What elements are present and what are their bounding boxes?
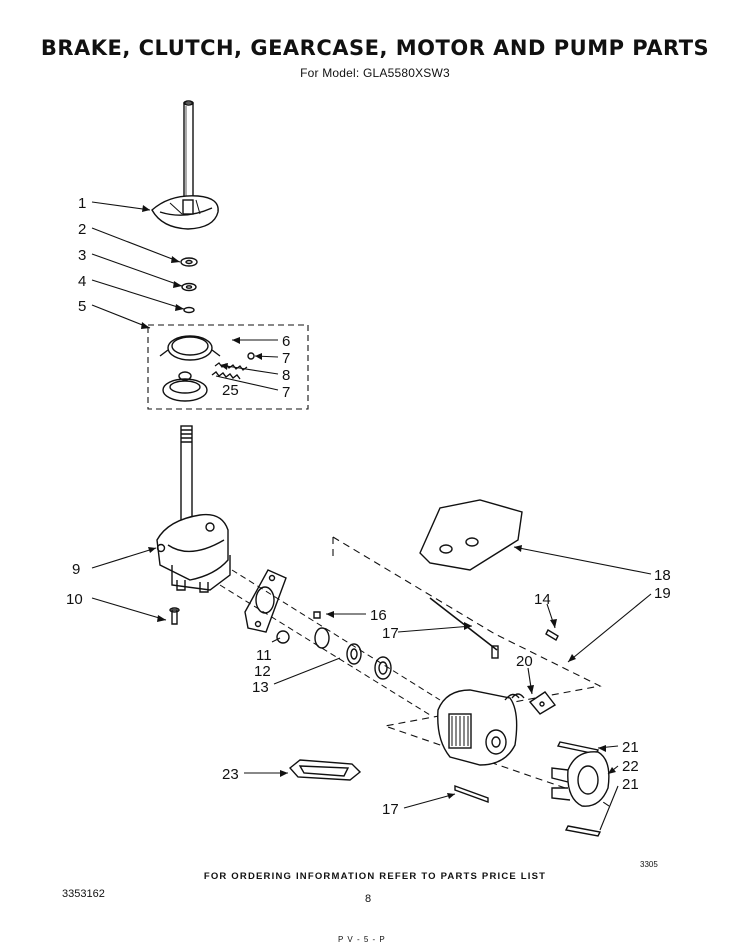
motor-shield-part [419,499,523,571]
figure-code: 3305 [640,860,658,869]
callout-16: 16 [370,607,387,624]
callout-7a: 7 [282,350,290,367]
gearcase-part [156,513,231,593]
callout-7b: 7 [282,384,290,401]
document-number: 3353162 [62,888,105,900]
callout-6: 6 [282,333,290,350]
motor-rod-part [429,597,499,659]
clutch-assembly-box [147,324,309,410]
motor-assembly-box [332,536,613,809]
mounting-plate-part [244,569,287,633]
washer-stack [180,257,198,314]
callout-18: 18 [654,567,671,584]
ordering-note: FOR ORDERING INFORMATION REFER TO PARTS … [203,871,547,882]
gasket-part [288,759,362,781]
callout-4: 4 [78,273,86,290]
callout-1: 1 [78,195,86,212]
clutch-band-part [159,335,221,361]
motor-bolt-part [545,629,559,641]
brake-cam-part [151,195,219,230]
agitator-shaft [180,425,193,527]
callout-22: 22 [622,758,639,775]
bottom-mark: P V - 5 - P [338,935,386,944]
callout-12: 12 [254,663,271,680]
callout-13: 13 [252,679,269,696]
nut-part [276,630,290,644]
callout-21a: 21 [622,739,639,756]
callout-9: 9 [72,561,80,578]
model-subtitle: For Model: GLA5580XSW3 [300,66,450,80]
callout-20: 20 [516,653,533,670]
callout-23: 23 [222,766,239,783]
coupling-parts [314,627,392,680]
clutch-pulley-part [162,371,208,402]
callout-19: 19 [654,585,671,602]
motor-part [437,689,525,766]
pump-part [551,751,610,807]
callout-21b: 21 [622,776,639,793]
pump-clip-lower-part [564,825,602,837]
clutch-spring-part [211,352,255,380]
page-title: BRAKE, CLUTCH, GEARCASE, MOTOR AND PUMP … [40,36,710,60]
callout-10: 10 [66,591,83,608]
callout-5: 5 [78,298,86,315]
callout-8: 8 [282,367,290,384]
callout-14: 14 [534,591,551,608]
callout-17b: 17 [382,801,399,818]
callout-3: 3 [78,247,86,264]
page-number: 8 [365,893,372,905]
callout-25: 25 [222,382,239,399]
motor-switch-part [528,691,557,715]
motor-strap-part [454,785,489,803]
screw-part [313,611,321,619]
callout-2: 2 [78,221,86,238]
callout-labels: 1 2 3 4 5 6 7 8 25 7 9 10 11 12 13 16 17… [66,195,671,818]
callout-17a: 17 [382,625,399,642]
gearcase-bolt-part [169,607,180,625]
callout-11: 11 [256,647,272,664]
